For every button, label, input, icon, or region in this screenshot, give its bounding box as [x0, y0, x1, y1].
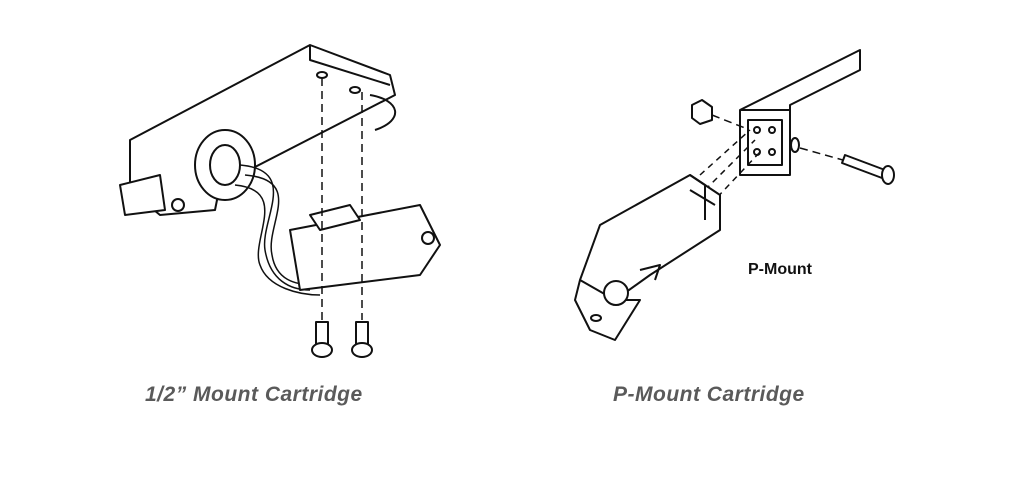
half-inch-mount-illustration [119, 44, 441, 358]
p-mount-label: P-Mount [748, 261, 812, 278]
p-mount-illustration [574, 49, 895, 341]
caption-p-mount: P-Mount Cartridge [613, 383, 805, 406]
caption-half-inch-mount: 1/2” Mount Cartridge [145, 383, 363, 406]
